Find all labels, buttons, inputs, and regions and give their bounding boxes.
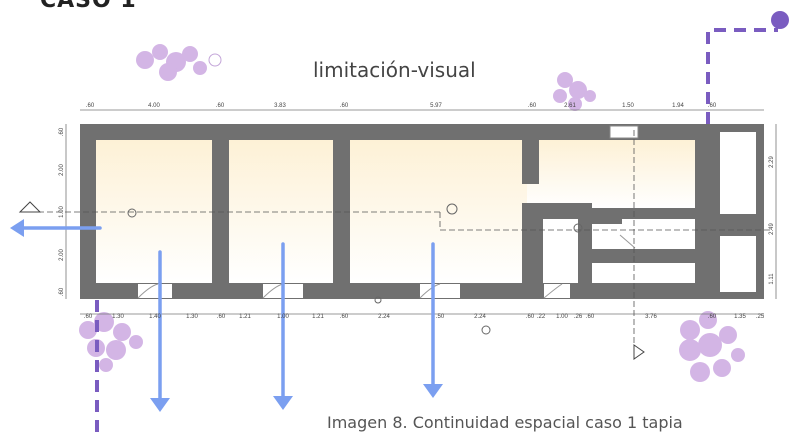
section-marker-icon	[633, 344, 645, 360]
flower-cluster-icon	[679, 311, 745, 382]
dimension-label-bottom: 1.30	[112, 314, 124, 320]
dimension-label-right: 1.11	[769, 273, 775, 285]
dimension-label-bottom: 1.00	[556, 314, 568, 320]
dimension-label-bottom: 1.30	[186, 314, 198, 320]
partition-wall	[522, 203, 588, 217]
dimension-label-top: .60	[86, 103, 95, 109]
dimension-label-top: .60	[216, 103, 225, 109]
dimension-label-bottom: .60	[586, 314, 595, 320]
dimension-label-bottom: .60	[708, 314, 717, 320]
route-end-dot	[771, 11, 789, 29]
dimension-label-bottom: 1.21	[239, 314, 251, 320]
room-2	[229, 140, 333, 283]
dimension-label-left: 2.00	[59, 249, 65, 261]
room-1	[96, 140, 212, 283]
dashed-route-line	[706, 28, 778, 124]
dimension-label-top: 1.50	[622, 103, 634, 109]
dimension-label-top: 2.61	[564, 103, 576, 109]
dimension-label-bottom: .25	[756, 314, 765, 320]
section-heading: CASO 1	[40, 0, 137, 13]
dimension-label-right: 2.29	[769, 156, 775, 168]
dimension-label-bottom: .50	[436, 314, 445, 320]
partition-wall	[333, 140, 350, 182]
room-4-upper	[527, 140, 695, 208]
dimension-label-top: .60	[528, 103, 537, 109]
dimension-label-top: .60	[340, 103, 349, 109]
diagram-title: limitación-visual	[313, 58, 476, 82]
dimension-label-bottom: .26	[574, 314, 583, 320]
dimension-label-top: 3.83	[274, 103, 286, 109]
flower-cluster-icon	[136, 44, 222, 81]
dimension-label-bottom: .22	[537, 314, 546, 320]
partition-wall	[522, 140, 539, 184]
dimension-label-top: 4.00	[148, 103, 160, 109]
dimension-label-bottom: .60	[526, 314, 535, 320]
partition-wall	[333, 230, 350, 283]
dimension-label-bottom: 2.24	[378, 314, 390, 320]
dimension-label-top: 5.97	[430, 103, 442, 109]
dimension-label-bottom: 1.35	[734, 314, 746, 320]
dimension-label-right: 2.49	[769, 223, 775, 235]
dimension-label-left: 1.00	[59, 206, 65, 218]
flower-cluster-icon	[553, 72, 596, 111]
dimension-label-bottom: 1.21	[312, 314, 324, 320]
dimension-label-top: 1.94	[672, 103, 684, 109]
dimension-label-bottom: 1.00	[277, 314, 289, 320]
dimension-label-bottom: .60	[84, 314, 93, 320]
dimension-label-left: .60	[59, 287, 65, 296]
dimension-label-left: .60	[59, 127, 65, 136]
dimension-label-bottom: .60	[340, 314, 349, 320]
section-marker-icon	[18, 201, 42, 213]
dimension-label-bottom: .60	[217, 314, 226, 320]
dimension-label-bottom: 3.76	[645, 314, 657, 320]
dimension-label-bottom: 2.24	[474, 314, 486, 320]
figure-caption: Imagen 8. Continuidad espacial caso 1 ta…	[327, 413, 683, 432]
dimension-label-top: .60	[708, 103, 717, 109]
room-3	[350, 140, 527, 283]
dimension-label-bottom: 1.40	[149, 314, 161, 320]
flower-cluster-icon	[79, 312, 143, 372]
dimension-label-left: 2.00	[59, 164, 65, 176]
